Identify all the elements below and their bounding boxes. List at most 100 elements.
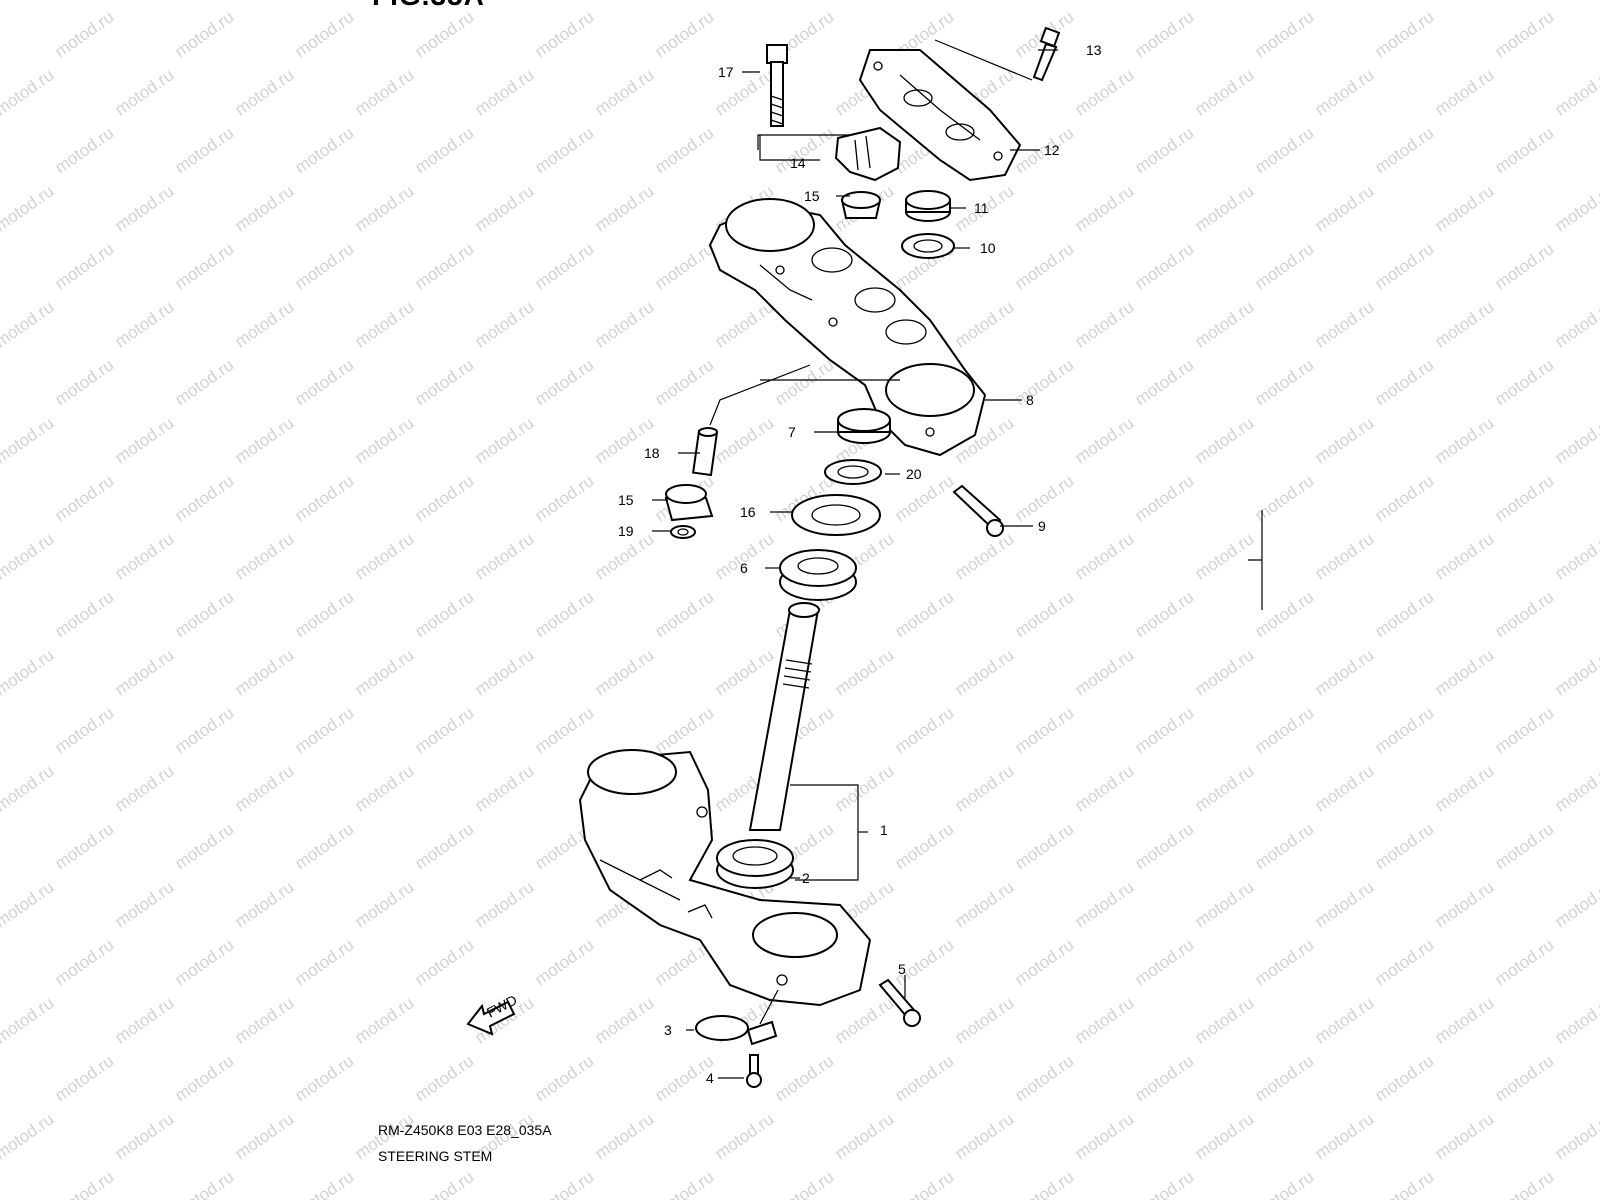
watermark-text: motod.ru <box>651 703 717 757</box>
watermark-text: motod.ru <box>591 0 657 3</box>
watermark-text: motod.ru <box>531 703 597 757</box>
watermark-text: motod.ru <box>1551 1109 1600 1163</box>
watermark-text: motod.ru <box>591 645 657 699</box>
callout-2: 2 <box>802 870 810 886</box>
watermark-text: motod.ru <box>351 529 417 583</box>
watermark-text: motod.ru <box>0 1109 57 1163</box>
watermark-text: motod.ru <box>1071 529 1137 583</box>
watermark-text: motod.ru <box>1431 877 1497 931</box>
watermark-text: motod.ru <box>111 413 177 467</box>
watermark-text: motod.ru <box>1191 1109 1257 1163</box>
watermark-text: motod.ru <box>1491 587 1557 641</box>
stem-shaft <box>748 602 820 831</box>
watermark-text: motod.ru <box>1311 993 1377 1047</box>
watermark-text: motod.ru <box>951 297 1017 351</box>
figure-title: FIG.35A <box>372 0 485 12</box>
watermark-text: motod.ru <box>51 935 117 989</box>
watermark-text: motod.ru <box>351 993 417 1047</box>
watermark-text: motod.ru <box>291 1167 357 1200</box>
watermark-text: motod.ru <box>1491 703 1557 757</box>
cushion-15-upper <box>840 191 882 219</box>
watermark-text: motod.ru <box>51 355 117 409</box>
watermark-text: motod.ru <box>291 1051 357 1105</box>
watermark-text: motod.ru <box>711 1109 777 1163</box>
watermark-text: motod.ru <box>1251 355 1317 409</box>
section-title: STEERING STEM <box>378 1148 493 1164</box>
watermark-text: motod.ru <box>291 935 357 989</box>
watermark-text: motod.ru <box>1251 819 1317 873</box>
model-code: RM-Z450K8 E03 E28_035A <box>378 1122 552 1138</box>
watermark-text: motod.ru <box>471 877 537 931</box>
nut-11 <box>905 190 951 222</box>
handlebar-holder-part <box>834 126 902 182</box>
watermark-text: motod.ru <box>1371 703 1437 757</box>
watermark-text: motod.ru <box>711 413 777 467</box>
watermark-text: motod.ru <box>411 355 477 409</box>
watermark-text: motod.ru <box>951 529 1017 583</box>
watermark-text: motod.ru <box>0 413 57 467</box>
watermark-text: motod.ru <box>1491 935 1557 989</box>
watermark-text: motod.ru <box>1371 1051 1437 1105</box>
watermark-text: motod.ru <box>1071 761 1137 815</box>
watermark-text: motod.ru <box>531 7 597 61</box>
watermark-text: motod.ru <box>171 355 237 409</box>
watermark-text: motod.ru <box>1371 819 1437 873</box>
watermark-text: motod.ru <box>831 761 897 815</box>
callout-19: 19 <box>618 523 634 539</box>
watermark-text: motod.ru <box>0 993 57 1047</box>
bolt-5 <box>878 978 921 1027</box>
watermark-text: motod.ru <box>0 65 57 119</box>
watermark-text: motod.ru <box>831 0 897 3</box>
watermark-text: motod.ru <box>1131 587 1197 641</box>
watermark-text: motod.ru <box>831 1109 897 1163</box>
watermark-text: motod.ru <box>531 239 597 293</box>
watermark-text: motod.ru <box>351 877 417 931</box>
watermark-text: motod.ru <box>411 587 477 641</box>
watermark-text: motod.ru <box>291 703 357 757</box>
watermark-text: motod.ru <box>471 0 537 3</box>
watermark-text: motod.ru <box>1131 703 1197 757</box>
watermark-text: motod.ru <box>771 1051 837 1105</box>
callout-1: 1 <box>880 822 888 838</box>
watermark-text: motod.ru <box>951 1109 1017 1163</box>
watermark-text: motod.ru <box>1311 529 1377 583</box>
watermark-text: motod.ru <box>1311 413 1377 467</box>
watermark-text: motod.ru <box>171 587 237 641</box>
watermark-text: motod.ru <box>411 935 477 989</box>
watermark-text: motod.ru <box>1191 413 1257 467</box>
watermark-text: motod.ru <box>1311 65 1377 119</box>
watermark-text: motod.ru <box>1551 297 1600 351</box>
callout-13: 13 <box>1086 42 1102 58</box>
washer-20 <box>824 459 882 485</box>
callout-6: 6 <box>740 560 748 576</box>
watermark-text: motod.ru <box>1311 761 1377 815</box>
callout-14: 14 <box>790 155 806 171</box>
watermark-text: motod.ru <box>411 7 477 61</box>
watermark-text: motod.ru <box>171 935 237 989</box>
watermark-text: motod.ru <box>231 529 297 583</box>
watermark-text: motod.ru <box>1371 7 1437 61</box>
watermark-text: motod.ru <box>1491 123 1557 177</box>
watermark-text: motod.ru <box>1431 761 1497 815</box>
watermark-text: motod.ru <box>411 703 477 757</box>
watermark-text: motod.ru <box>51 587 117 641</box>
watermark-text: motod.ru <box>1551 761 1600 815</box>
watermark-text: motod.ru <box>531 1051 597 1105</box>
watermark-text: motod.ru <box>1431 65 1497 119</box>
watermark-text: motod.ru <box>1431 297 1497 351</box>
watermark-text: motod.ru <box>1191 297 1257 351</box>
watermark-text: motod.ru <box>591 65 657 119</box>
callout-20: 20 <box>906 466 922 482</box>
watermark-text: motod.ru <box>1011 703 1077 757</box>
watermark-text: motod.ru <box>531 587 597 641</box>
watermark-text: motod.ru <box>1311 645 1377 699</box>
watermark-text: motod.ru <box>291 587 357 641</box>
watermark-text: motod.ru <box>1191 529 1257 583</box>
watermark-text: motod.ru <box>651 355 717 409</box>
callout-labels: 1 2 3 4 5 6 7 8 9 10 11 12 13 14 15 15 1… <box>618 42 1102 1086</box>
watermark-text: motod.ru <box>531 355 597 409</box>
watermark-text: motod.ru <box>171 7 237 61</box>
watermark-text: motod.ru <box>1131 819 1197 873</box>
watermark-text: motod.ru <box>291 819 357 873</box>
